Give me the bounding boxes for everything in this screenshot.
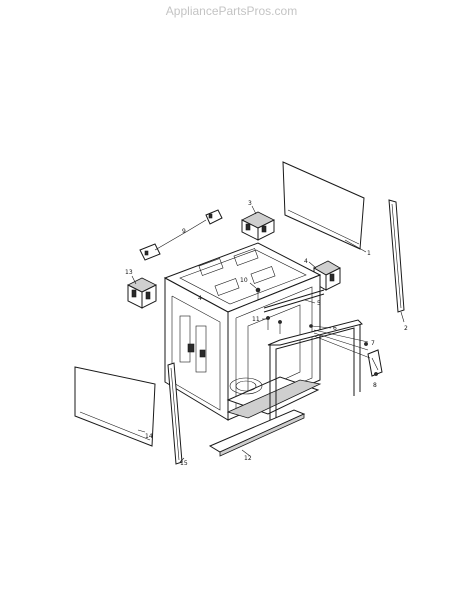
callout-13: 13 xyxy=(125,269,133,276)
callout-14: 14 xyxy=(145,433,153,440)
callout-10: 10 xyxy=(240,277,248,284)
callout-4-left: 4 xyxy=(198,295,202,302)
callout-6: 6 xyxy=(333,325,337,332)
callout-12: 12 xyxy=(244,455,252,462)
callout-5: 5 xyxy=(317,300,321,307)
callout-7: 7 xyxy=(371,340,375,347)
part-11-screws xyxy=(262,316,282,334)
callout-9: 9 xyxy=(182,228,186,235)
watermark-text: AppliancePartsPros.com xyxy=(165,4,298,18)
callout-8: 8 xyxy=(373,382,377,389)
callout-15: 15 xyxy=(180,460,188,467)
part-5-rail xyxy=(263,289,325,313)
part-14-toe-panel xyxy=(74,366,156,447)
part-10-screw xyxy=(249,282,261,300)
part-7-hinge xyxy=(313,329,369,351)
part-9-clips xyxy=(139,209,223,261)
part-1-panel xyxy=(282,161,367,253)
part-3-bracket xyxy=(241,205,275,241)
callout-11: 11 xyxy=(252,316,260,323)
callout-4-right: 4 xyxy=(304,258,308,265)
part-12-kickplate xyxy=(208,409,306,457)
tub-assembly xyxy=(163,242,363,422)
part-15-strip xyxy=(167,362,185,465)
part-6-tube xyxy=(309,324,332,329)
part-2-strip xyxy=(388,199,405,323)
callout-1: 1 xyxy=(367,250,371,257)
callout-3: 3 xyxy=(248,200,252,207)
callout-2: 2 xyxy=(404,325,408,332)
part-8-hinge xyxy=(313,335,383,377)
part-13-bracket xyxy=(127,275,157,309)
